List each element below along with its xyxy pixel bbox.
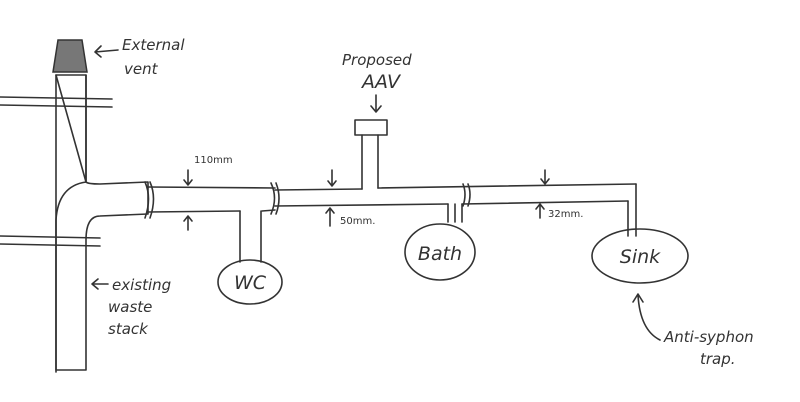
bath-fixture [404,223,476,281]
waste-stack-label-2: waste [108,298,152,316]
bath-branch [404,203,476,281]
waste-stack [52,39,149,373]
aav-branch [354,119,388,190]
anti-syphon-label-2: trap. [700,350,736,368]
pipe-50-label: 50mm. [340,216,375,227]
external-vent-cap [52,39,88,73]
bath-label: Bath [418,243,462,265]
pipe-32-label: 32mm. [548,209,583,220]
anti-syphon-label-1: Anti-syphon [663,328,754,346]
proposed-label: Proposed [342,51,412,69]
pipe-110mm [144,181,276,219]
external-vent-label-2: vent [124,60,159,78]
wc-branch [217,182,283,305]
aav-valve [354,119,388,136]
wc-fixture [217,259,283,305]
pipe-110-label: 110mm [194,155,233,166]
wc-label: WC [234,272,267,294]
external-vent-label-1: External [122,36,185,54]
waste-stack-label-3: stack [108,320,149,338]
sink-fixture [591,228,689,284]
aav-label: AAV [360,71,402,93]
annotation-arrows [91,45,661,341]
sink-label: Sink [620,246,661,268]
waste-stack-label-1: existing [112,276,171,294]
